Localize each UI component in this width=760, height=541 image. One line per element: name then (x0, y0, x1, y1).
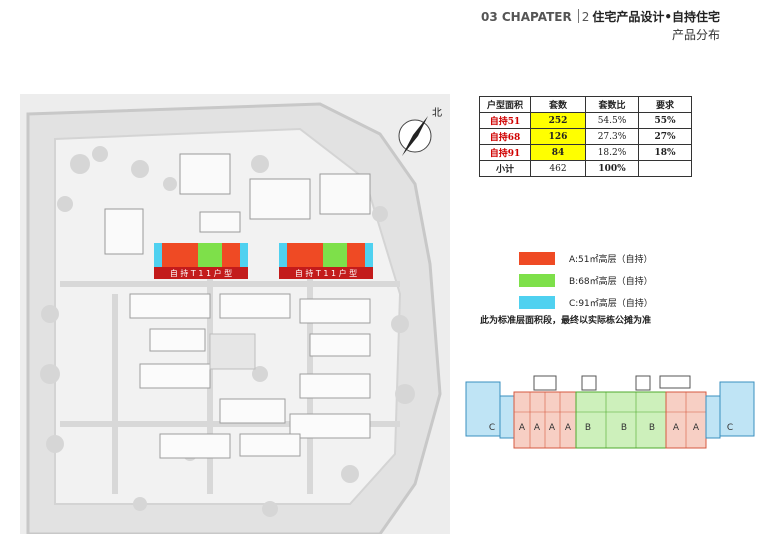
row-ratio: 54.5% (585, 112, 639, 129)
col-header-count: 套数 (530, 96, 586, 113)
row-count: 126 (530, 128, 586, 145)
unit-label: A (534, 423, 541, 433)
row-name: 自持51 (479, 112, 531, 129)
unit-label: A (565, 423, 572, 433)
legend-label-b: B:68㎡高层（自持） (569, 277, 653, 287)
unit-label: A (519, 423, 526, 433)
table-row: 自持91 84 18.2% 18% (479, 144, 692, 161)
unit-label: C (489, 423, 495, 433)
total-name: 小计 (479, 160, 531, 177)
standard-floor-plan: C A A A A B B B A A C (465, 375, 755, 449)
col-header-ratio: 套数比 (585, 96, 639, 113)
total-requirement (638, 160, 692, 177)
unit-label: B (649, 423, 655, 433)
unit-label: A (549, 423, 556, 433)
table-total-row: 小计 462 100% (479, 160, 692, 177)
unit-label: A (693, 423, 700, 433)
row-requirement: 27% (638, 128, 692, 145)
legend-swatch-b (519, 274, 555, 287)
row-count: 252 (530, 112, 586, 129)
unit-label: B (585, 423, 591, 433)
section-title: 住宅产品设计•自持住宅 (592, 10, 720, 24)
t11-label-right: 自 持 T 1 1 户 型 (295, 268, 357, 278)
legend-swatch-c (519, 296, 555, 309)
table-row: 自持51 252 54.5% 55% (479, 112, 692, 129)
row-requirement: 55% (638, 112, 692, 129)
chapter-label: 03 CHAPATER (481, 10, 572, 24)
total-count: 462 (530, 160, 586, 177)
site-plan: 北 自 持 T 1 1 户 型 自 持 T 1 1 户 型 (20, 94, 450, 534)
north-compass (398, 116, 432, 156)
row-name: 自持91 (479, 144, 531, 161)
t11-building-left (154, 243, 248, 279)
section-number: 2 (581, 10, 590, 24)
legend-label-a: A:51㎡高层（自持） (569, 255, 653, 265)
row-name: 自持68 (479, 128, 531, 145)
header-divider (577, 9, 579, 23)
unit-label: A (673, 423, 680, 433)
legend-label-c: C:91㎡高层（自持） (569, 299, 653, 309)
row-ratio: 18.2% (585, 144, 639, 161)
t11-building-right (279, 243, 373, 279)
row-ratio: 27.3% (585, 128, 639, 145)
table-row: 自持68 126 27.3% 27% (479, 128, 692, 145)
total-ratio: 100% (585, 160, 639, 177)
t11-label-left: 自 持 T 1 1 户 型 (170, 268, 232, 278)
table-header-row: 户型面积 套数 套数比 要求 (479, 96, 692, 113)
page-subtitle: 产品分布 (671, 28, 720, 42)
row-requirement: 18% (638, 144, 692, 161)
col-header-requirement: 要求 (638, 96, 692, 113)
area-note: 此为标准层面积段，最终以实际栋公摊为准 (480, 316, 652, 326)
north-label: 北 (432, 107, 442, 119)
unit-mix-table: 户型面积 套数 套数比 要求 自持51 252 54.5% 55% 自持68 1… (479, 96, 692, 177)
row-count: 84 (530, 144, 586, 161)
legend-swatch-a (519, 252, 555, 265)
unit-label: C (727, 423, 733, 433)
unit-label: B (621, 423, 627, 433)
col-header-area: 户型面积 (479, 96, 531, 113)
